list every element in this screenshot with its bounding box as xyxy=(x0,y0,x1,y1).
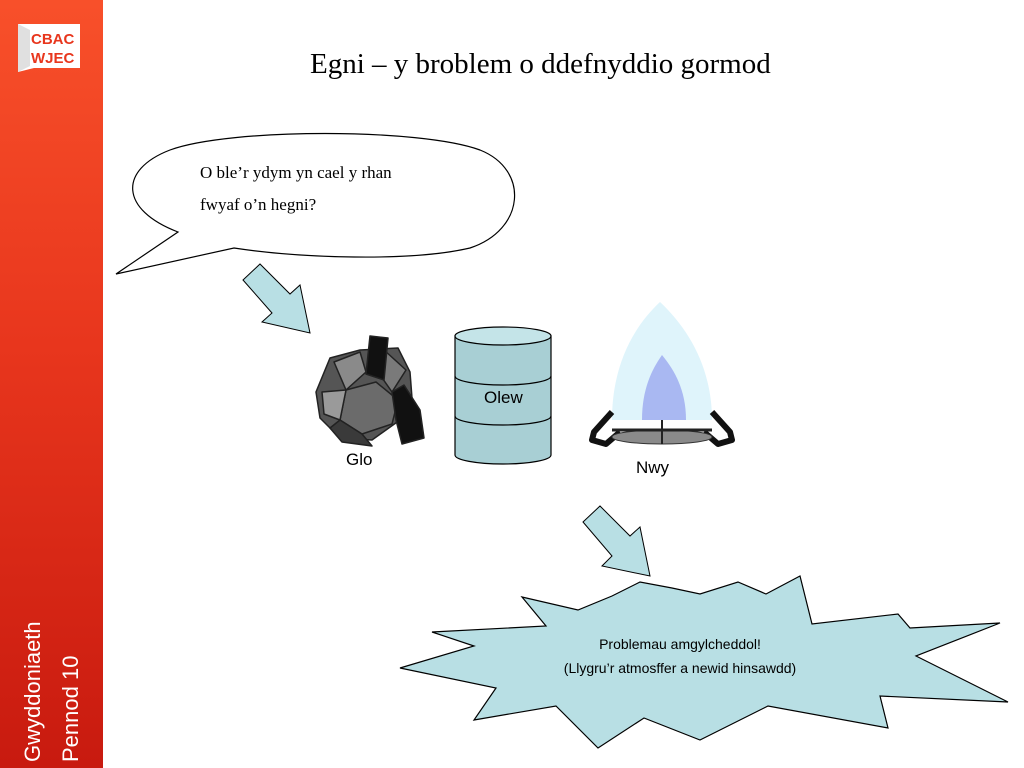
coal-image xyxy=(315,335,425,447)
coal-label: Glo xyxy=(346,450,373,469)
speech-line-1: O ble’r ydym yn cael y rhan xyxy=(200,163,392,182)
sidebar: CBAC WJEC Gwyddoniaeth Pennod 10 xyxy=(0,0,103,768)
arrow-down-right-1 xyxy=(242,263,311,334)
cbac-wjec-logo: CBAC WJEC xyxy=(18,24,80,72)
explosion-burst xyxy=(399,575,1009,749)
logo-text-wjec: WJEC xyxy=(31,50,75,67)
gas-label: Nwy xyxy=(636,458,670,477)
burst-line-2: (Llygru’r atmosffer a newid hinsawdd) xyxy=(563,660,797,676)
flame-inner xyxy=(642,355,686,420)
burst-text: Problemau amgylcheddol! (Llygru’r atmosf… xyxy=(520,632,840,680)
speech-bubble-text: O ble’r ydym yn cael y rhan fwyaf o’n he… xyxy=(200,157,440,221)
oil-barrel xyxy=(454,326,552,465)
oil-label: Olew xyxy=(484,388,523,407)
slide-title: Egni – y broblem o ddefnyddio gormod xyxy=(310,48,771,80)
burst-line-1: Problemau amgylcheddol! xyxy=(599,636,761,652)
logo-text-cbac: CBAC xyxy=(31,31,74,48)
speech-bubble xyxy=(115,132,515,275)
speech-line-2: fwyaf o’n hegni? xyxy=(200,195,317,214)
arrow-down-right-2 xyxy=(582,505,651,577)
gas-burner xyxy=(589,302,735,447)
burner-stand xyxy=(589,409,735,447)
